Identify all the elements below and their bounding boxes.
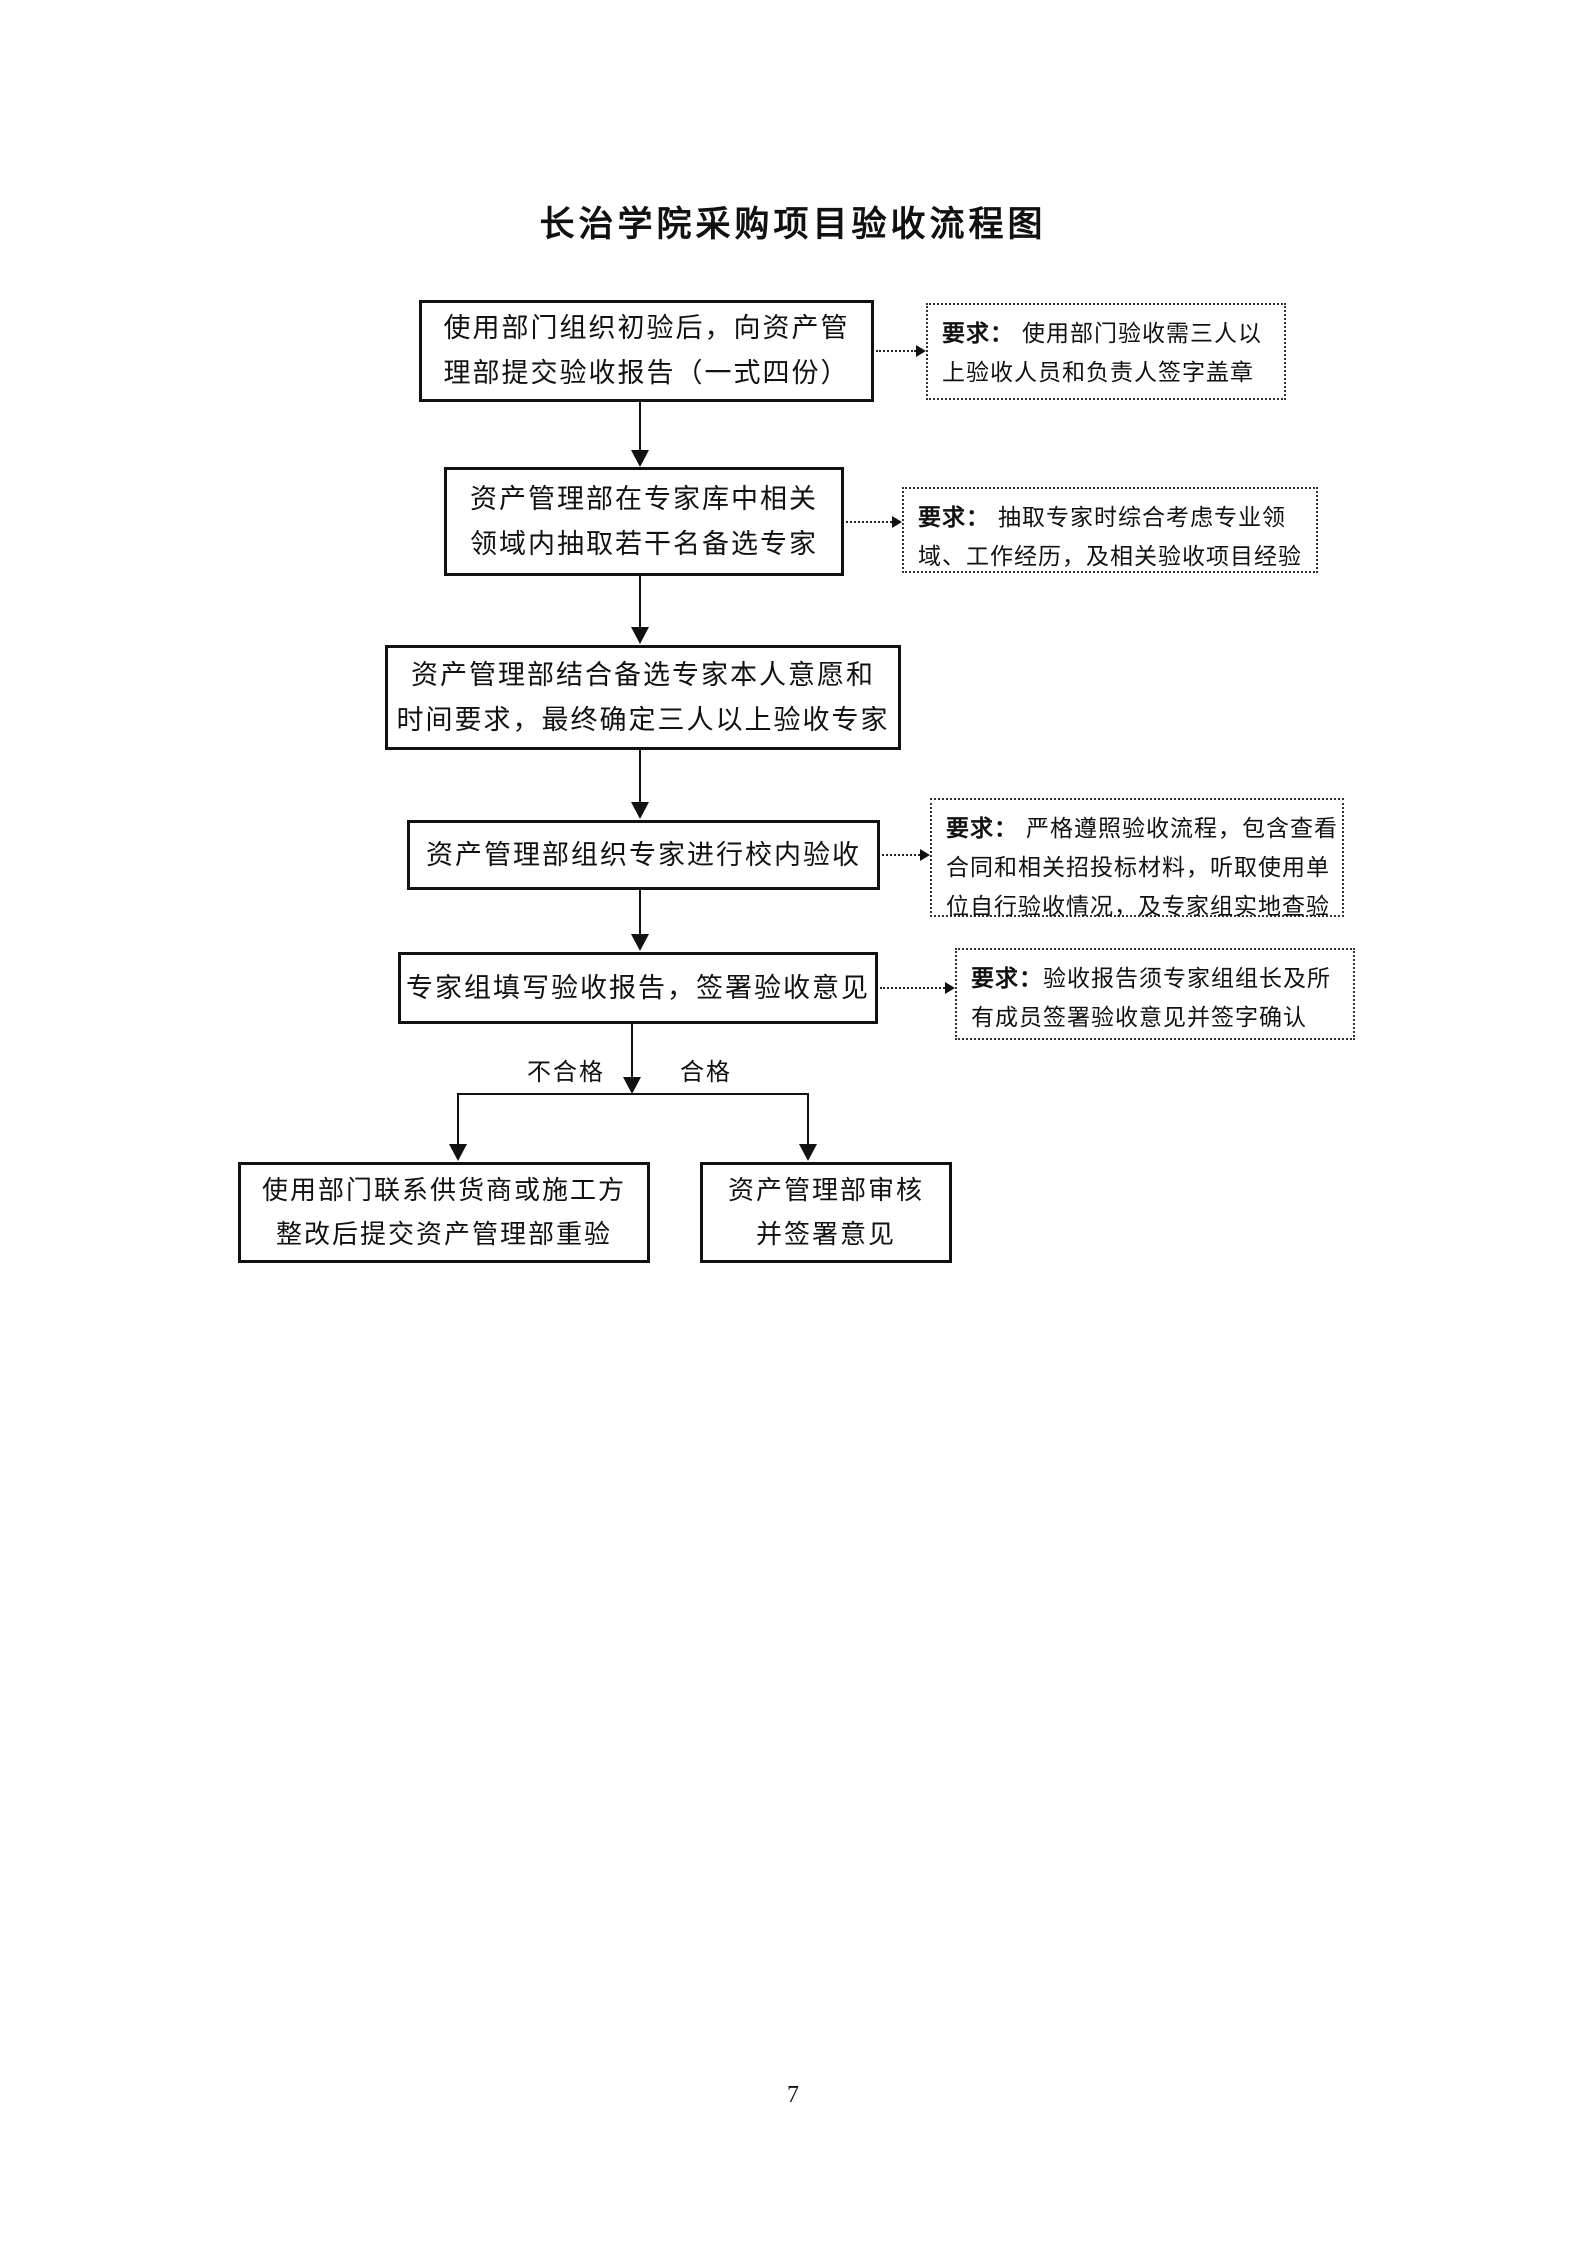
branch-stem-line <box>631 1024 633 1077</box>
step-rework-box: 使用部门联系供货商或施工方 整改后提交资产管理部重验 <box>238 1162 650 1263</box>
branch-label-pass: 合格 <box>680 1060 732 1086</box>
page-number: 7 <box>787 2082 799 2108</box>
arrow-line-2 <box>639 576 641 627</box>
arrow-down-icon <box>631 627 649 644</box>
arrow-down-icon <box>623 1077 641 1094</box>
page-title: 长治学院采购项目验收流程图 <box>539 205 1047 244</box>
step-text-line: 专家组填写验收报告，签署验收意见 <box>406 972 870 1003</box>
note-text: 使用部门验收需三人以 <box>1022 321 1262 346</box>
arrow-line-4 <box>639 890 641 934</box>
step-review-box: 资产管理部审核 并签署意见 <box>700 1162 952 1263</box>
arrow-down-icon <box>631 934 649 951</box>
arrow-down-icon <box>449 1144 467 1161</box>
note-label: 要求： <box>918 505 990 530</box>
note-text-line: 有成员签署验收意见并签字确认 <box>971 1005 1307 1030</box>
note-text-line: 要求： 抽取专家时综合考虑专业领 <box>918 498 1304 537</box>
note-requirement-4: 要求：验收报告须专家组组长及所 有成员签署验收意见并签字确认 <box>955 948 1355 1040</box>
step-text-line: 资产管理部结合备选专家本人意愿和 <box>411 659 875 690</box>
step-text-line: 资产管理部在专家库中相关 <box>470 483 818 514</box>
step-text-line: 领域内抽取若干名备选专家 <box>470 528 818 559</box>
note-text-line: 位自行验收情况，及专家组实地查验 <box>946 894 1330 919</box>
branch-label-fail: 不合格 <box>527 1060 605 1086</box>
step-confirm-experts-box: 资产管理部结合备选专家本人意愿和 时间要求，最终确定三人以上验收专家 <box>385 645 901 750</box>
note-requirement-3: 要求： 严格遵照验收流程，包含查看 合同和相关招投标材料，听取使用单 位自行验收情… <box>930 798 1344 919</box>
arrow-line-1 <box>639 402 641 450</box>
note-requirement-1: 要求： 使用部门验收需三人以 上验收人员和负责人签字盖章 <box>926 303 1286 400</box>
arrow-down-icon <box>631 802 649 819</box>
step-draw-experts-box: 资产管理部在专家库中相关 领域内抽取若干名备选专家 <box>444 467 844 576</box>
step-text-line: 时间要求，最终确定三人以上验收专家 <box>396 704 890 735</box>
step-text-line: 使用部门联系供货商或施工方 <box>261 1175 626 1205</box>
dotted-arrowhead-1 <box>916 345 926 357</box>
note-label: 要求： <box>946 816 1018 841</box>
step-text-line: 资产管理部审核 <box>727 1175 924 1205</box>
step-sign-report-box: 专家组填写验收报告，签署验收意见 <box>398 952 878 1024</box>
step-text-line: 并签署意见 <box>755 1219 896 1249</box>
step-text-line: 资产管理部组织专家进行校内验收 <box>426 839 861 870</box>
note-text: 严格遵照验收流程，包含查看 <box>1026 816 1338 841</box>
note-label: 要求： <box>942 321 1014 346</box>
note-requirement-2: 要求： 抽取专家时综合考虑专业领 域、工作经历，及相关验收项目经验 <box>902 487 1318 573</box>
dotted-arrowhead-4 <box>945 982 955 994</box>
arrow-down-icon <box>799 1144 817 1161</box>
step-submit-report-box: 使用部门组织初验后，向资产管 理部提交验收报告（一式四份） <box>419 300 874 402</box>
step-text-line: 使用部门组织初验后，向资产管 <box>443 313 850 343</box>
arrow-down-icon <box>631 450 649 467</box>
note-text: 抽取专家时综合考虑专业领 <box>998 505 1286 530</box>
note-text-line: 要求： 严格遵照验收流程，包含查看 <box>946 809 1337 848</box>
step-text-line: 整改后提交资产管理部重验 <box>275 1219 612 1249</box>
dotted-connector-4 <box>880 987 945 989</box>
dotted-connector-3 <box>882 854 920 856</box>
note-text-line: 要求： 使用部门验收需三人以 <box>942 314 1272 353</box>
step-text-line: 理部提交验收报告（一式四份） <box>443 358 850 388</box>
note-text-line: 合同和相关招投标材料，听取使用单 <box>946 855 1330 880</box>
note-label: 要求： <box>971 966 1043 991</box>
dotted-arrowhead-3 <box>920 849 930 861</box>
dotted-arrowhead-2 <box>892 516 902 528</box>
note-text-line: 域、工作经历，及相关验收项目经验 <box>918 544 1302 569</box>
branch-right-line <box>807 1093 809 1144</box>
branch-horizontal-line <box>457 1093 809 1095</box>
step-onsite-acceptance-box: 资产管理部组织专家进行校内验收 <box>407 820 880 890</box>
arrow-line-3 <box>639 750 641 802</box>
note-text-line: 要求：验收报告须专家组组长及所 <box>971 959 1341 998</box>
dotted-connector-2 <box>846 521 892 523</box>
branch-left-line <box>457 1093 459 1144</box>
note-text: 验收报告须专家组组长及所 <box>1043 966 1331 991</box>
note-text-line: 上验收人员和负责人签字盖章 <box>942 360 1254 385</box>
dotted-connector-1 <box>876 350 916 352</box>
